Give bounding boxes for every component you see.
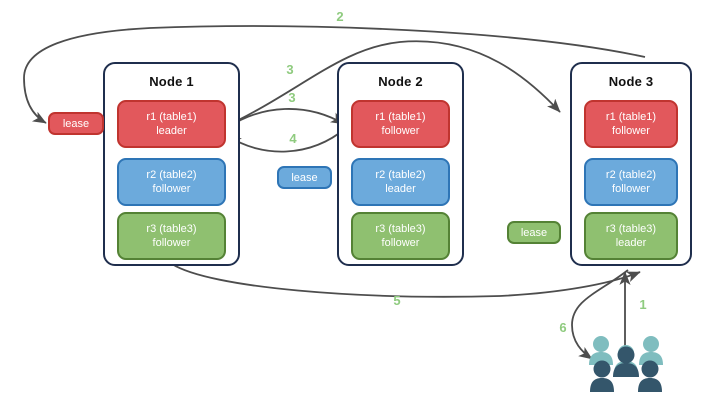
- replica-name: r2 (table2): [605, 169, 657, 181]
- step-label-4: 4: [289, 131, 297, 146]
- node-title: Node 1: [149, 74, 194, 89]
- replica-node2-r1[interactable]: r1 (table1) follower: [351, 100, 450, 148]
- edge-step-5: [171, 263, 641, 298]
- replica-role: leader: [156, 125, 187, 137]
- edge-step-3-short: [223, 108, 345, 131]
- people-group-icon[interactable]: [588, 335, 664, 393]
- replica-node3-r2[interactable]: r2 (table2) follower: [584, 158, 678, 206]
- replica-role: follower: [381, 125, 420, 137]
- replica-name: r2 (table2): [375, 169, 426, 181]
- step-label-1: 1: [639, 297, 647, 312]
- lease-badge-r3[interactable]: lease: [507, 221, 561, 244]
- lease-badge-r1[interactable]: lease: [48, 112, 104, 135]
- replica-role: follower: [152, 183, 191, 195]
- node-title: Node 3: [608, 74, 654, 89]
- replica-role: follower: [381, 237, 420, 249]
- replica-role: leader: [615, 237, 647, 249]
- replica-name: r3 (table3): [146, 223, 197, 235]
- step-label-5: 5: [393, 293, 401, 308]
- replica-name: r2 (table2): [146, 169, 197, 181]
- replica-role: follower: [612, 183, 650, 195]
- node-card-node1[interactable]: Node 1 r1 (table1) leader r2 (table2) fo…: [103, 62, 240, 266]
- replica-role: leader: [385, 183, 416, 195]
- replica-node3-r3[interactable]: r3 (table3) leader: [584, 212, 678, 260]
- replica-node1-r2[interactable]: r2 (table2) follower: [117, 158, 226, 206]
- replica-node2-r2[interactable]: r2 (table2) leader: [351, 158, 450, 206]
- replica-name: r3 (table3): [605, 223, 657, 235]
- node-card-node2[interactable]: Node 2 r1 (table1) follower r2 (table2) …: [337, 62, 464, 266]
- node-card-node3[interactable]: Node 3 r1 (table1) follower r2 (table2) …: [570, 62, 692, 266]
- lease-badge-r2[interactable]: lease: [277, 166, 332, 189]
- replica-node1-r1[interactable]: r1 (table1) leader: [117, 100, 226, 148]
- replica-name: r1 (table1): [375, 111, 426, 123]
- replica-name: r1 (table1): [605, 111, 657, 123]
- node-title: Node 2: [378, 74, 423, 89]
- step-label-3-long: 3: [286, 62, 294, 77]
- replica-role: follower: [152, 237, 191, 249]
- replica-role: follower: [612, 125, 650, 137]
- replica-node1-r3[interactable]: r3 (table3) follower: [117, 212, 226, 260]
- replica-node3-r1[interactable]: r1 (table1) follower: [584, 100, 678, 148]
- step-label-3-short: 3: [288, 90, 296, 105]
- step-label-6: 6: [559, 320, 567, 335]
- replica-node2-r3[interactable]: r3 (table3) follower: [351, 212, 450, 260]
- replica-name: r1 (table1): [146, 111, 197, 123]
- replica-name: r3 (table3): [375, 223, 426, 235]
- step-label-2: 2: [336, 9, 344, 24]
